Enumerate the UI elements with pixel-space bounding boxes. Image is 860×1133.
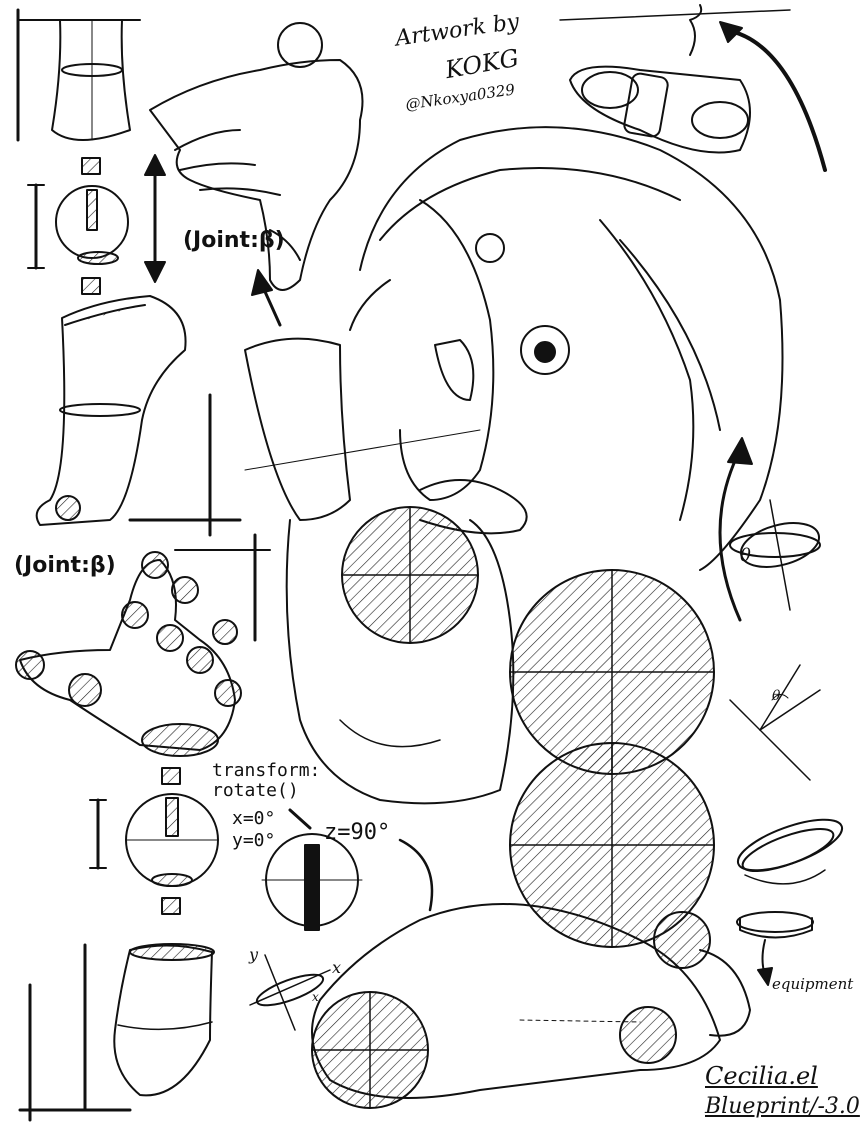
rotated-joint-drawing bbox=[261, 808, 434, 931]
orbit-gizmo bbox=[729, 499, 821, 611]
theta-label-orbit: θ bbox=[740, 545, 751, 566]
title-version: Blueprint/-3.0 bbox=[705, 1094, 860, 1119]
axis-label-x-small: x bbox=[312, 990, 319, 1004]
wrist-joint-drawing bbox=[89, 793, 219, 915]
equipment-label: equipment bbox=[772, 975, 854, 993]
vector-gizmo bbox=[729, 664, 821, 781]
upper-arm-part-drawing bbox=[35, 295, 242, 537]
hand-joint-drawing bbox=[15, 533, 271, 785]
arrow-to-joint-label bbox=[251, 269, 282, 327]
axis-label-y: y bbox=[249, 945, 259, 964]
title-name: Cecilia.el bbox=[705, 1062, 818, 1090]
x-rotation-value: x=0° bbox=[232, 808, 276, 829]
elbow-joint-drawing bbox=[27, 157, 129, 295]
rotation-arrow bbox=[718, 437, 753, 622]
theta-label-vector: θ bbox=[772, 688, 781, 704]
ring-gizmo bbox=[736, 818, 844, 885]
rotate-label: rotate() bbox=[212, 780, 299, 801]
forearm-part-drawing bbox=[16, 8, 141, 142]
character-figure bbox=[244, 126, 784, 1109]
joint-label-top: (Joint:β) bbox=[183, 228, 285, 253]
joint-label-left: (Joint:β) bbox=[14, 553, 116, 578]
windup-key-drawing bbox=[559, 4, 827, 172]
gear-icon bbox=[736, 911, 814, 986]
top-hand-drawing bbox=[149, 22, 364, 291]
y-rotation-value: y=0° bbox=[232, 830, 276, 851]
z-rotation-value: z=90° bbox=[324, 820, 391, 845]
hand-part-drawing bbox=[18, 943, 215, 1122]
vertical-arrow bbox=[144, 154, 166, 283]
transform-label: transform: bbox=[212, 760, 321, 781]
axis-label-x: x bbox=[332, 958, 342, 977]
axis-gizmo bbox=[249, 954, 331, 1031]
